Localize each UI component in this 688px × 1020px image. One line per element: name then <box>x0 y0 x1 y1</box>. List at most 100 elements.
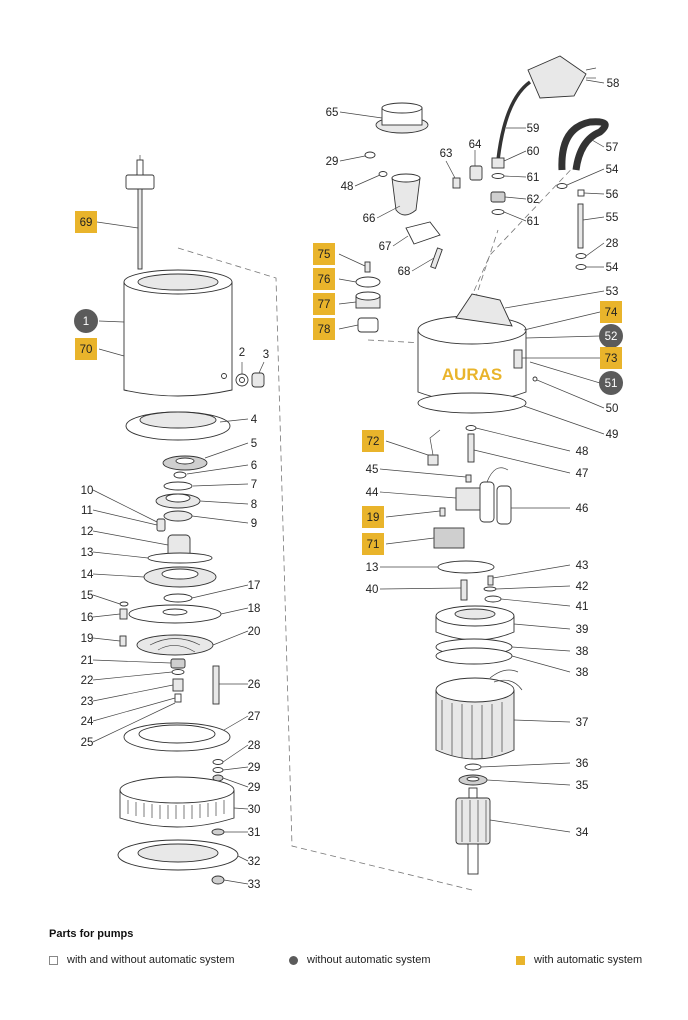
part-number-text: 77 <box>318 299 331 311</box>
part-label-62: 62 <box>527 194 540 206</box>
part-label-18: 18 <box>248 603 261 615</box>
part-label-73: 73 <box>600 347 622 369</box>
part-label-48a: 48 <box>341 181 354 193</box>
part-label-32: 32 <box>248 856 261 868</box>
part-number-text: 37 <box>576 717 589 729</box>
part-number-text: 11 <box>81 505 93 517</box>
part-65-discharge-flange <box>375 102 429 134</box>
part-number-text: 9 <box>251 518 257 530</box>
part-label-34: 34 <box>576 827 589 839</box>
part-29-washer <box>212 767 224 773</box>
part-label-63: 63 <box>440 148 453 160</box>
part-23-sleeve <box>172 678 184 692</box>
part-label-56: 56 <box>606 189 619 201</box>
legend-item-both: with and without automatic system <box>49 954 235 966</box>
part-46-capacitor <box>479 467 512 525</box>
part-number-text: 2 <box>239 347 245 359</box>
part-number-text: 46 <box>576 503 589 515</box>
part-number-text: 19 <box>367 512 380 524</box>
part-label-64: 64 <box>469 139 482 151</box>
part-label-61a: 61 <box>527 172 540 184</box>
dark-badge <box>599 324 623 348</box>
part-number-text: 38 <box>576 646 589 658</box>
part-number-text: 64 <box>469 139 482 151</box>
part-53-motor-cover <box>417 293 527 403</box>
part-label-46: 46 <box>576 503 589 515</box>
part-77-float-housing <box>355 291 381 309</box>
part-18-wear-plate <box>128 604 222 624</box>
part-label-66: 66 <box>363 213 376 225</box>
part-label-61b: 61 <box>527 216 540 228</box>
part-number-text: 42 <box>576 581 589 593</box>
part-label-45: 45 <box>366 464 379 476</box>
part-60-cable-gland <box>491 157 505 169</box>
part-label-4: 4 <box>251 414 258 426</box>
part-number-text: 61 <box>527 216 540 228</box>
part-20-impeller <box>136 634 214 656</box>
part-label-10: 10 <box>81 485 94 497</box>
part-label-48b: 48 <box>576 446 589 458</box>
part-number-text: 23 <box>81 696 94 708</box>
part-label-67: 67 <box>379 241 392 253</box>
part-label-54b: 54 <box>606 262 619 274</box>
part-label-17: 17 <box>248 580 261 592</box>
part-number-text: 17 <box>248 580 261 592</box>
yellow-badge <box>75 211 97 233</box>
part-19-screw-right <box>439 507 446 517</box>
part-label-51: 51 <box>599 371 623 395</box>
legend-item-label: with and without automatic system <box>67 954 235 966</box>
part-label-19a: 19 <box>81 633 94 645</box>
part-number-text: 32 <box>248 856 261 868</box>
part-61-washer <box>491 173 505 179</box>
part-14-pump-housing <box>143 566 217 588</box>
yellow-badge <box>362 506 384 528</box>
part-number-text: 71 <box>367 539 380 551</box>
yellow-badge <box>75 338 97 360</box>
part-55-bolt <box>577 203 584 249</box>
part-17-o-ring <box>163 593 193 603</box>
part-label-16: 16 <box>81 612 94 624</box>
part-number-text: 48 <box>576 446 589 458</box>
part-40-pin <box>460 579 468 601</box>
part-number-text: 69 <box>80 217 93 229</box>
part-label-33: 33 <box>248 879 261 891</box>
part-number-text: 13 <box>81 547 94 559</box>
part-number-text: 67 <box>379 241 392 253</box>
part-label-7: 7 <box>251 479 257 491</box>
yellow-badge <box>313 318 335 340</box>
part-number-text: 66 <box>363 213 376 225</box>
part-6-seal-ring <box>173 471 187 479</box>
part-label-14: 14 <box>81 569 94 581</box>
part-number-text: 31 <box>248 827 261 839</box>
part-50-screw <box>532 376 538 382</box>
part-label-13b: 13 <box>366 562 379 574</box>
part-22-washer <box>171 669 185 675</box>
part-number-text: 34 <box>576 827 589 839</box>
part-number-text: 28 <box>606 238 619 250</box>
part-label-26: 26 <box>248 679 261 691</box>
part-number-text: 25 <box>81 737 94 749</box>
part-number-text: 35 <box>576 780 589 792</box>
part-78-float <box>357 317 379 333</box>
part-39-bearing-cover <box>435 605 515 641</box>
part-label-24: 24 <box>81 716 94 728</box>
part-44-terminal-block <box>455 487 483 511</box>
part-number-text: 29 <box>248 762 261 774</box>
part-number-text: 47 <box>576 468 589 480</box>
part-48-washer-top <box>378 171 388 177</box>
part-label-38b: 38 <box>576 667 589 679</box>
part-label-72: 72 <box>362 430 384 452</box>
part-label-40: 40 <box>366 584 379 596</box>
part-26-stud-bolt <box>212 665 220 705</box>
yellow-badge <box>600 301 622 323</box>
part-11-screw <box>156 518 166 532</box>
part-66-elbow <box>391 173 421 216</box>
part-32-base-plate <box>117 839 239 871</box>
part-label-57: 57 <box>606 142 619 154</box>
part-number-text: 18 <box>248 603 261 615</box>
part-label-42: 42 <box>576 581 589 593</box>
part-number-text: 72 <box>367 436 380 448</box>
part-54-washer-b <box>575 264 587 270</box>
